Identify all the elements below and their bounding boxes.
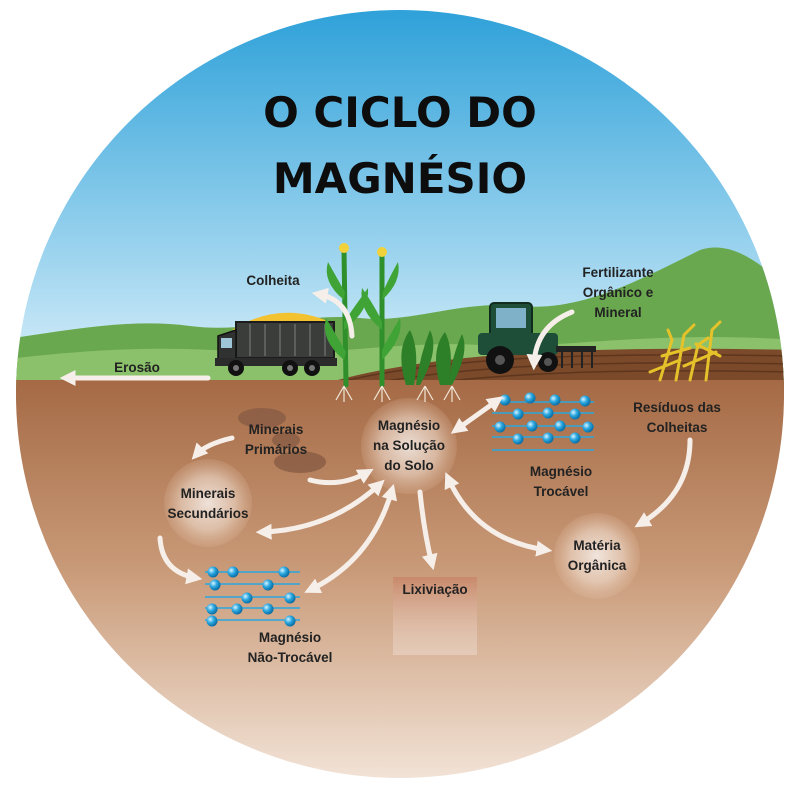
secondary-minerals-bubble [164,459,252,547]
label-exchangeable-2: Trocável [534,484,589,499]
label-soil-solution-1: Magnésio [378,418,440,433]
label-harvest: Colheita [246,273,300,288]
organic-matter-bubble [554,513,640,599]
label-secondary-minerals-2: Secundários [167,506,248,521]
label-primary-minerals-2: Primários [245,442,307,457]
label-secondary-minerals-1: Minerais [181,486,236,501]
label-residues-2: Colheitas [647,420,708,435]
label-non-exchangeable-1: Magnésio [259,630,321,645]
label-fertilizer-2: Orgânico e [583,285,654,300]
label-soil-solution-3: do Solo [384,458,434,473]
label-exchangeable-1: Magnésio [530,464,592,479]
label-leaching: Lixiviação [402,582,467,597]
label-fertilizer-1: Fertilizante [582,265,654,280]
label-soil-solution-2: na Solução [373,438,445,453]
label-organic-matter-2: Orgânica [568,558,627,573]
title-line-1: O CICLO DO [263,88,537,137]
label-organic-matter-1: Matéria [573,538,621,553]
label-non-exchangeable-2: Não-Trocável [248,650,333,665]
label-fertilizer-3: Mineral [594,305,641,320]
label-erosion: Erosão [114,360,160,375]
title-line-2: MAGNÉSIO [273,153,527,203]
label-primary-minerals-1: Minerais [249,422,304,437]
label-residues-1: Resíduos das [633,400,721,415]
